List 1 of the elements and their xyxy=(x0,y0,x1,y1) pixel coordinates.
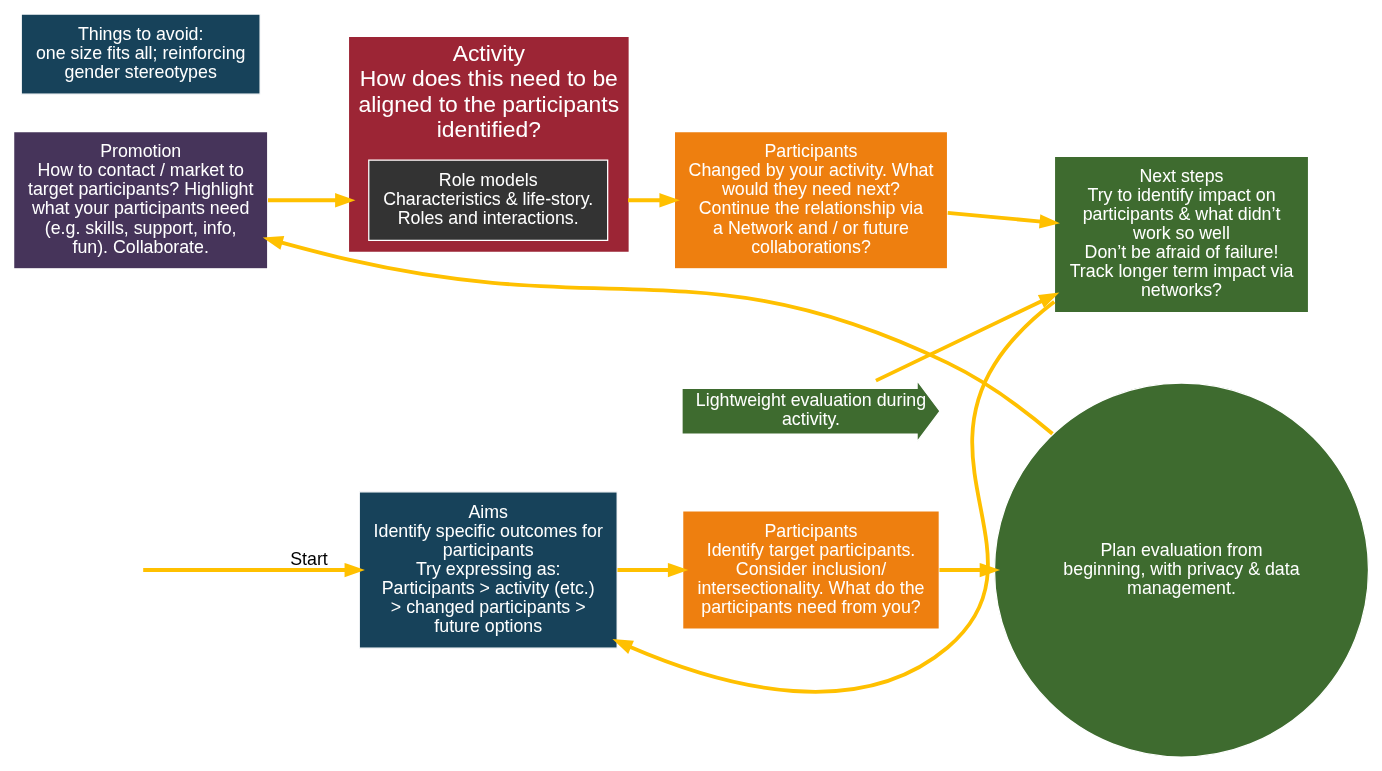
edge-label: Start xyxy=(290,549,328,570)
